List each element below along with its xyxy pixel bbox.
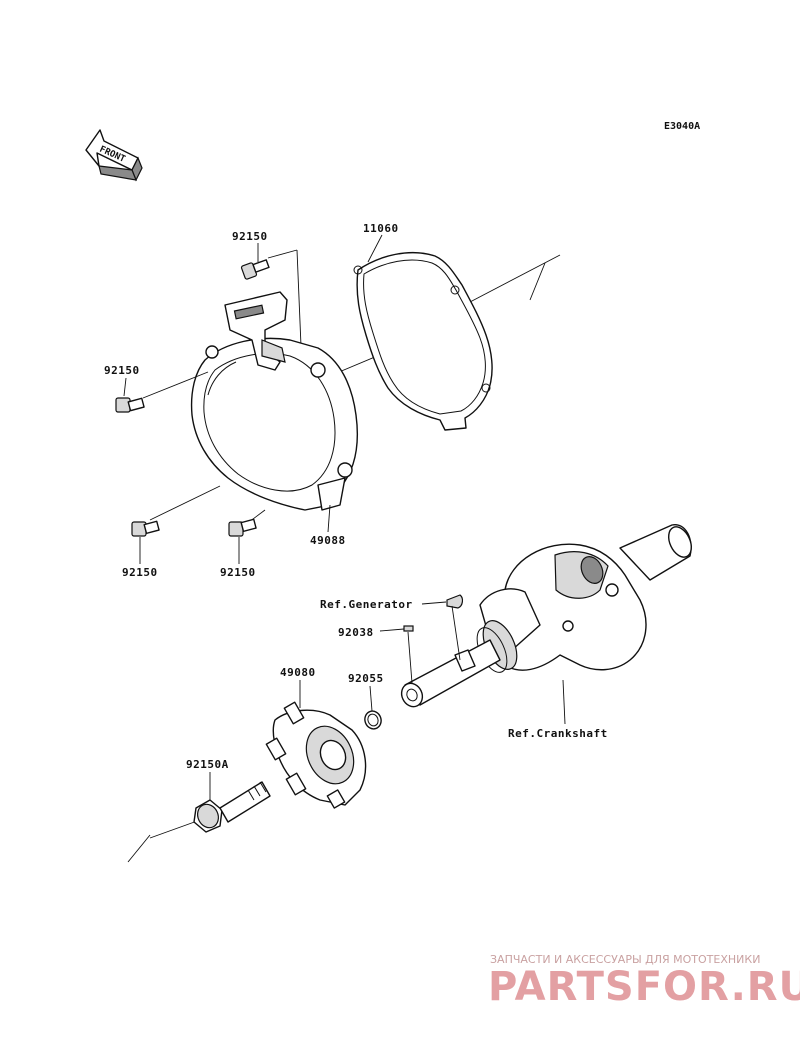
- label-49088: 49088: [310, 534, 346, 547]
- gasket-11060: [353, 251, 493, 431]
- watermark-tagline: ЗАПЧАСТИ И АКСЕССУАРЫ ДЛЯ МОТОТЕХНИКИ: [490, 953, 760, 966]
- key-ref-generator: [446, 594, 464, 609]
- bolt-92150A: [193, 781, 271, 833]
- crankshaft: [400, 524, 693, 708]
- label-ref-crankshaft: Ref.Crankshaft: [508, 727, 608, 740]
- front-arrow-icon: FRONT: [85, 129, 143, 182]
- watermark-brand: PARTSFOR.RU: [488, 964, 800, 1010]
- bolt-92150-left: [115, 371, 209, 413]
- bolt-92150-bottom-mid: [228, 518, 257, 537]
- label-ref-generator: Ref.Generator: [320, 598, 413, 611]
- label-92150-top: 92150: [232, 230, 268, 243]
- oring-92055: [364, 710, 382, 730]
- label-11060: 11060: [363, 222, 399, 235]
- label-92038: 92038: [338, 626, 374, 639]
- label-92150-bottom-mid: 92150: [220, 566, 256, 579]
- diagram-code: E3040A: [664, 121, 700, 132]
- bolt-92150-top: [240, 249, 303, 371]
- label-49080: 49080: [280, 666, 316, 679]
- label-92150-bottom-left: 92150: [122, 566, 158, 579]
- key-92038: [403, 625, 414, 632]
- bolt-92150-bottom-left: [131, 520, 160, 537]
- pulley-49080: [265, 701, 367, 809]
- starter-cover-49088: [190, 291, 359, 511]
- label-92055: 92055: [348, 672, 384, 685]
- label-92150-left: 92150: [104, 364, 140, 377]
- label-92150A: 92150A: [186, 758, 229, 771]
